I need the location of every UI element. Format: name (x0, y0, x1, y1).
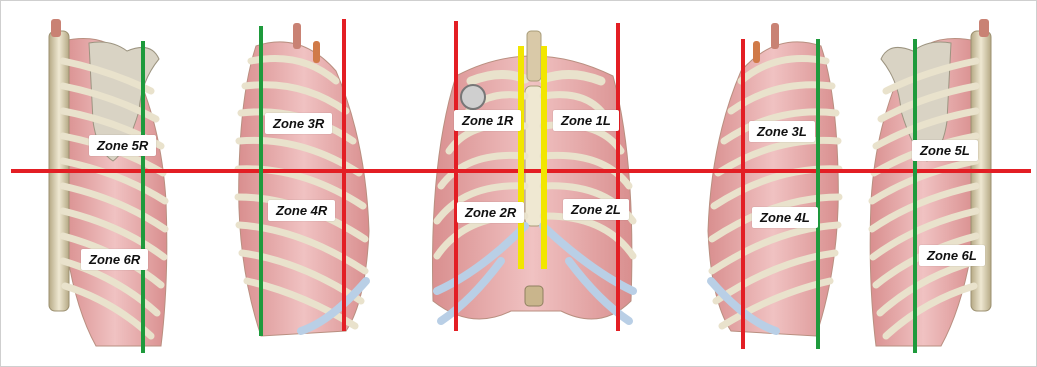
anterior-vertebra-bottom (525, 286, 543, 306)
zone-2r-label: Zone 2R (457, 202, 524, 223)
zone-5r-label: Zone 5R (89, 135, 156, 156)
zone-3r-label: Zone 3R (265, 113, 332, 134)
zone-1l-label: Zone 1L (553, 110, 619, 131)
zone-5l-label: Zone 5L (912, 140, 978, 161)
right-lateral-vessel (51, 19, 61, 37)
right-lateral-view (49, 19, 167, 346)
anterior-shoulder-joint-icon (461, 85, 485, 109)
anterior-view (432, 31, 633, 321)
zone-6r-label: Zone 6R (81, 249, 148, 270)
zone-6l-label: Zone 6L (919, 245, 985, 266)
zone-1r-label: Zone 1R (454, 110, 521, 131)
zone-2l-label: Zone 2L (563, 199, 629, 220)
zone-4l-label: Zone 4L (752, 207, 818, 228)
left-lateral-vessel (979, 19, 989, 37)
zone-4r-label: Zone 4R (268, 200, 335, 221)
zone-3l-label: Zone 3L (749, 121, 815, 142)
right-oblique-view (238, 23, 369, 336)
left-lateral-view (870, 19, 991, 346)
anterior-trachea (527, 31, 541, 81)
